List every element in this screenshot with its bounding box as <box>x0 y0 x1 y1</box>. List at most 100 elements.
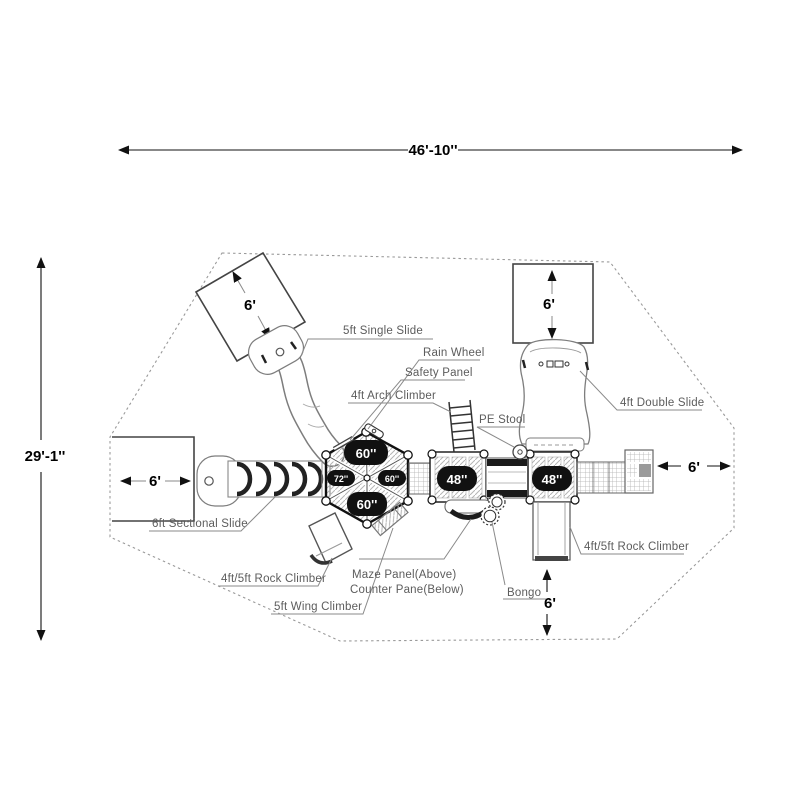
hex-right-deck-pill <box>378 470 406 486</box>
overall-height-label: 29'-1'' <box>25 448 66 465</box>
maze-panel-label: Maze Panel(Above) <box>352 569 456 581</box>
sectional-slide-label: 6ft Sectional Slide <box>152 518 248 530</box>
clearance-bottom-dimension: 6' <box>542 569 556 636</box>
clearance-zone-left: 6' <box>112 436 195 522</box>
hex-post-ul <box>321 450 331 460</box>
callout-rock-climber-right: 4ft/5ft Rock Climber <box>569 526 689 555</box>
callout-wing-climber: 5ft Wing Climber <box>271 527 394 615</box>
rain-wheel-leader <box>367 359 480 430</box>
bridge-rail-bottom <box>487 490 527 497</box>
hex-post-center <box>363 474 371 482</box>
single-slide-leader <box>300 338 433 357</box>
hex-tower: 60'' 60'' 72'' 60'' <box>321 427 413 529</box>
clearance-left-border <box>112 436 195 522</box>
arch-climber-rung-3 <box>451 421 473 425</box>
right-walkway <box>576 449 654 494</box>
double-slide-hood-line <box>529 347 582 354</box>
left-deck-label: 48'' <box>447 472 468 487</box>
callout-sectional-slide: 6ft Sectional Slide <box>149 495 277 532</box>
arch-climber-rung-4 <box>451 429 474 433</box>
end-block-cell-2 <box>627 464 637 477</box>
callout-double-slide: 4ft Double Slide <box>579 370 704 411</box>
sectional-slide-leader <box>149 495 277 532</box>
callout-rock-climber-left: 4ft/5ft Rock Climber <box>218 557 333 587</box>
callout-safety-panel: Safety Panel <box>349 367 473 441</box>
right-deck-post-bl <box>525 495 535 505</box>
single-slide <box>247 325 345 467</box>
overall-width-dimension: 46'-10'' <box>118 142 743 159</box>
clearance-right-dimension: 6' <box>657 459 731 476</box>
wing-climber-label: 5ft Wing Climber <box>274 601 362 613</box>
single-slide-exit <box>247 325 305 375</box>
clearance-right-label: 6' <box>688 459 700 476</box>
callout-maze-panel: Maze Panel(Above) Counter Pane(Below) <box>350 518 472 596</box>
hex-post-ur <box>403 450 413 460</box>
right-deck-pill <box>532 466 572 491</box>
hex-bottom-deck-pill <box>347 492 387 516</box>
rock-climber-left-label: 4ft/5ft Rock Climber <box>221 573 326 585</box>
arch-climber-rung-5 <box>452 437 474 441</box>
arch-climber-rung-2 <box>450 413 472 417</box>
pe-stool-center <box>517 449 523 455</box>
sectional-slide <box>196 455 331 507</box>
counter-panel-label: Counter Pane(Below) <box>350 584 464 596</box>
hex-post-ll <box>321 496 331 506</box>
double-slide-mark-2 <box>546 360 554 368</box>
clearance-tl-arrow-a <box>232 271 246 294</box>
left-deck-post-bl <box>427 495 437 505</box>
end-block-cell-3 <box>639 464 651 477</box>
left-deck-pill <box>437 466 477 491</box>
clearance-left-label: 6' <box>149 473 161 490</box>
pe-stool <box>512 444 528 460</box>
hex-left-deck-label: 72'' <box>334 474 348 484</box>
arch-climber-label: 4ft Arch Climber <box>351 390 436 402</box>
single-slide-tick-a <box>260 354 268 364</box>
callout-single-slide: 5ft Single Slide <box>300 325 433 357</box>
hex-bottom-deck-label: 60'' <box>357 497 378 512</box>
rock-climber-left-body <box>308 512 353 564</box>
hex-right-deck-label: 60'' <box>385 474 399 484</box>
hex-walkway <box>408 462 432 495</box>
safety-panel-leader <box>349 379 465 441</box>
callout-bongo: Bongo <box>491 521 546 600</box>
double-slide-body <box>518 338 591 445</box>
double-slide-tick-l <box>521 359 527 369</box>
bongo-leader <box>491 521 506 586</box>
double-slide-label: 4ft Double Slide <box>620 397 704 409</box>
rock-climber-right <box>532 501 571 561</box>
right-deck: 48'' <box>525 449 580 505</box>
right-deck-label: 48'' <box>542 472 563 487</box>
single-slide-seam-a <box>302 403 321 408</box>
arch-climber <box>448 399 476 453</box>
left-deck-post-tl <box>427 449 437 459</box>
right-deck-post-br <box>570 495 580 505</box>
single-slide-seam-b <box>307 423 325 428</box>
hex-top-deck-label: 60'' <box>356 446 377 461</box>
clearance-bottom-label: 6' <box>544 595 556 612</box>
arch-climber-rung-1 <box>449 405 471 409</box>
callout-arch-climber: 4ft Arch Climber <box>348 390 452 413</box>
double-slide-mark-1 <box>538 361 544 367</box>
right-walkway-body <box>576 461 626 494</box>
rock-climber-left-leader <box>218 557 333 587</box>
double-slide-mark-3 <box>554 360 564 368</box>
hex-left-deck-pill <box>327 470 355 486</box>
bongo-drums <box>480 493 506 526</box>
double-slide-leader <box>579 370 702 411</box>
rock-climber-right-endbar <box>535 556 568 561</box>
overall-height-dimension: 29'-1'' <box>25 257 66 641</box>
end-block-cell-4 <box>627 479 651 491</box>
rock-climber-right-label: 4ft/5ft Rock Climber <box>584 541 689 553</box>
rain-wheel-label: Rain Wheel <box>423 347 484 359</box>
slide-ring-3 <box>273 461 290 497</box>
safety-panel-label: Safety Panel <box>405 367 473 379</box>
right-deck-post-tr <box>570 449 580 459</box>
hex-top-deck-pill <box>344 440 388 465</box>
double-slide <box>518 338 591 452</box>
slide-ring-1 <box>236 461 253 497</box>
clearance-zone-top-right: 6' <box>512 263 594 344</box>
clearance-top-right-label: 6' <box>543 296 555 313</box>
single-slide-tick-b <box>289 341 298 350</box>
